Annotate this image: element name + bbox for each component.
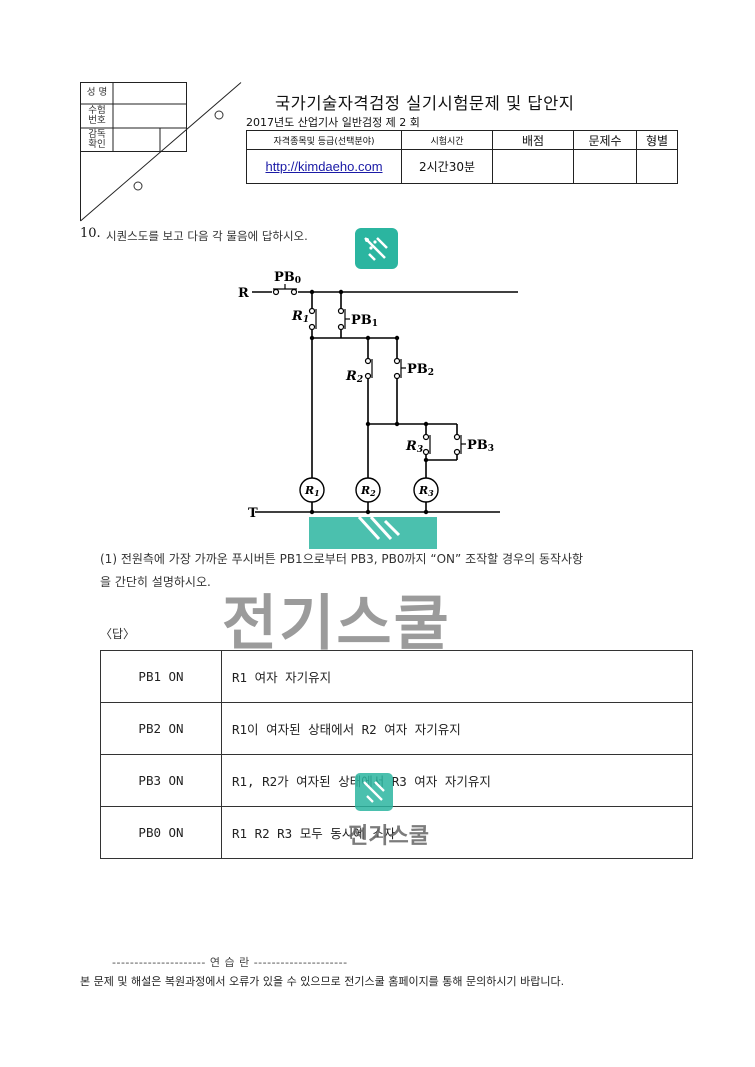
- exam-subtitle: 2017년도 산업기사 일반검정 제 2 회: [246, 116, 420, 129]
- examinee-number-label-1: 수험: [82, 105, 112, 116]
- svg-text:PB0: PB0: [274, 270, 301, 286]
- answer-label: 〈답〉: [100, 627, 136, 641]
- answer-button-cell: PB1 ON: [100, 650, 222, 703]
- r1-contact-label-sub: 1: [303, 315, 309, 325]
- svg-text:R2: R2: [345, 369, 363, 385]
- name-label: 성 명: [82, 87, 112, 98]
- id-box-frame: [80, 82, 242, 222]
- table-row: PB0 ON R1 R2 R3 모두 동시에 소자: [100, 806, 693, 859]
- svg-text:R3: R3: [405, 439, 423, 455]
- r3-coil-label-sub: 3: [428, 488, 434, 498]
- pb2-label-sub: 2: [428, 368, 434, 378]
- answer-action-cell: R1 R2 R3 모두 동시에 소자: [221, 806, 693, 859]
- info-value-cell: [492, 149, 574, 184]
- watermark-small-text: 전기스쿨: [348, 824, 429, 849]
- examinee-id-box: 성 명 수험 번호 감독 확인: [80, 82, 242, 222]
- info-value-cell: http://kimdaeho.com: [246, 149, 402, 184]
- pb1-switch-symbol: [337, 307, 350, 331]
- r3-contact-label: R: [405, 439, 417, 454]
- info-header-cell: 자격종목및 등급(선택분야): [246, 130, 402, 150]
- r2-contact-label: R: [345, 369, 357, 384]
- info-header-cell: 배점: [492, 130, 574, 150]
- info-header-row: 자격종목및 등급(선택분야) 시험시간 배점 문제수 형별: [246, 130, 678, 150]
- table-row: PB1 ON R1 여자 자기유지: [100, 650, 693, 703]
- svg-text:PB1: PB1: [351, 313, 378, 329]
- info-header-cell: 문제수: [573, 130, 637, 150]
- sub-question-line-2: 을 간단히 설명하시오.: [100, 575, 211, 589]
- svg-text:R1: R1: [304, 484, 320, 498]
- pb2-label: PB: [407, 362, 428, 377]
- info-header-cell: 형별: [636, 130, 678, 150]
- sub-question-line-1: (1) 전원측에 가장 가까운 푸시버튼 PB1으로부터 PB3, PB0까지 …: [100, 552, 584, 566]
- pb3-label-sub: 3: [488, 444, 494, 454]
- pb0-label-sub: 0: [295, 276, 301, 286]
- scratch-area-label: --------------------- 연 습 란 ------------…: [112, 956, 348, 969]
- svg-text:R3: R3: [418, 484, 434, 498]
- pb1-label: PB: [351, 313, 372, 328]
- sequence-diagram: R T PB0 PB1 PB2 PB3 R1 R2 R3 R1 R2 R3: [238, 270, 518, 521]
- table-row: PB3 ON R1, R2가 여자된 상태에서 R3 여자 자기유지: [100, 754, 693, 807]
- answer-button-cell: PB0 ON: [100, 806, 222, 859]
- answer-action-cell: R1, R2가 여자된 상태에서 R3 여자 자기유지: [221, 754, 693, 807]
- question-number: 10.: [80, 226, 101, 241]
- website-link[interactable]: http://kimdaeho.com: [265, 159, 383, 174]
- school-logo-icon: [355, 228, 398, 269]
- answer-button-cell: PB2 ON: [100, 702, 222, 755]
- pb3-switch-symbol: [453, 433, 466, 456]
- answer-action-cell: R1이 여자된 상태에서 R2 여자 자기유지: [221, 702, 693, 755]
- watermark-small-logo-icon: [355, 773, 393, 811]
- r2-contact-label-sub: 2: [356, 375, 363, 385]
- supervisor-label-2: 확인: [82, 139, 112, 150]
- pb0-label: PB: [274, 270, 295, 285]
- pb0-switch-symbol: [272, 284, 298, 296]
- answer-table: PB1 ON R1 여자 자기유지 PB2 ON R1이 여자된 상태에서 R2…: [100, 650, 693, 859]
- junction-dots: [309, 289, 429, 515]
- r3-coil-label: R: [418, 484, 428, 497]
- answer-button-cell: PB3 ON: [100, 754, 222, 807]
- r2-coil-symbol: [355, 477, 381, 503]
- r-bus-label: R: [238, 286, 249, 301]
- r2-contact-symbol: [364, 357, 373, 380]
- relay-coils: [299, 477, 439, 503]
- examinee-number-label-2: 번호: [82, 115, 112, 126]
- table-row: PB2 ON R1이 여자된 상태에서 R2 여자 자기유지: [100, 702, 693, 755]
- r2-coil-label: R: [360, 484, 370, 497]
- footer-note: 본 문제 및 해설은 복원과정에서 오류가 있을 수 있으므로 전기스쿨 홈페이…: [80, 975, 565, 988]
- watermark-large-text: 전기스쿨: [222, 589, 451, 659]
- exam-info-table: 자격종목및 등급(선택분야) 시험시간 배점 문제수 형별 http://kim…: [246, 130, 678, 184]
- r1-coil-symbol: [299, 477, 325, 503]
- svg-text:PB2: PB2: [407, 362, 434, 378]
- info-value-row: http://kimdaeho.com 2시간30분: [246, 149, 678, 184]
- diagram-wiring: [252, 291, 518, 513]
- info-header-cell: 시험시간: [401, 130, 493, 150]
- r1-coil-label: R: [304, 484, 314, 497]
- info-value-cell: [573, 149, 637, 184]
- question-text: 시퀀스도를 보고 다음 각 물음에 답하시오.: [106, 229, 308, 243]
- r3-contact-label-sub: 3: [417, 445, 423, 455]
- r1-contact-label: R: [291, 309, 303, 324]
- t-bus-label: T: [248, 506, 258, 521]
- r3-coil-symbol: [413, 477, 439, 503]
- page-title: 국가기술자격검정 실기시험문제 및 답안지: [275, 94, 575, 113]
- watermark-banner-icon: [309, 517, 437, 549]
- r3-contact-symbol: [422, 433, 431, 456]
- svg-text:R1: R1: [291, 309, 309, 325]
- r2-coil-label-sub: 2: [369, 488, 376, 498]
- info-value-cell: [636, 149, 678, 184]
- svg-text:PB3: PB3: [467, 438, 494, 454]
- supervisor-label-1: 감독: [82, 129, 112, 140]
- pb2-switch-symbol: [393, 357, 406, 380]
- pb3-label: PB: [467, 438, 488, 453]
- info-value-cell: 2시간30분: [401, 149, 493, 184]
- r1-coil-label-sub: 1: [314, 488, 320, 498]
- r1-contact-symbol: [308, 307, 317, 331]
- answer-action-cell: R1 여자 자기유지: [221, 650, 693, 703]
- svg-text:R2: R2: [360, 484, 376, 498]
- pb1-label-sub: 1: [372, 319, 378, 329]
